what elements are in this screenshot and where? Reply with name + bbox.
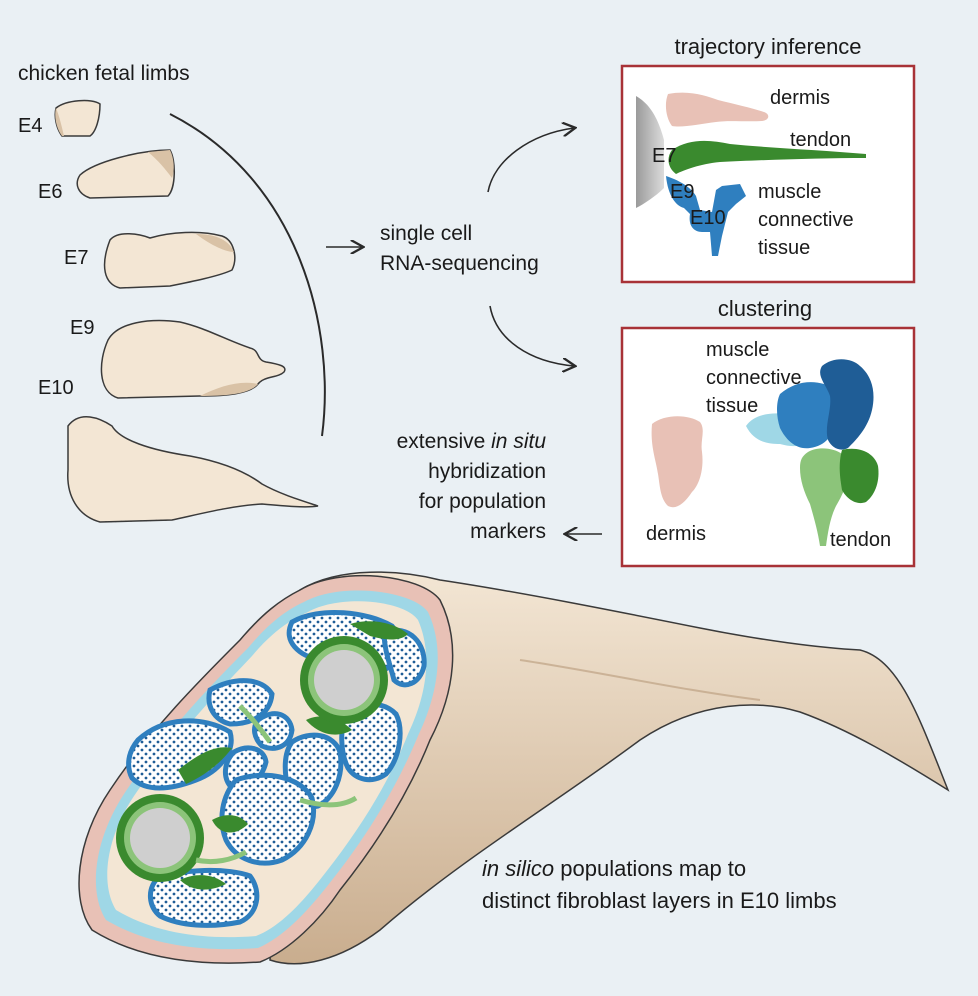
muscle-bundle bbox=[206, 678, 275, 727]
clustering-mct-label-3: tissue bbox=[706, 395, 758, 417]
insitu-line4: markers bbox=[470, 520, 546, 543]
clustering-dermis-label: dermis bbox=[646, 523, 706, 545]
stage-label-e9: E9 bbox=[70, 317, 94, 339]
tendon-segment bbox=[212, 815, 248, 833]
clustering-tendon-label: tendon bbox=[830, 529, 891, 551]
stage-label-e4: E4 bbox=[18, 115, 42, 137]
tendon-segment bbox=[350, 621, 408, 640]
cluster-tendon-light bbox=[800, 448, 848, 546]
limb-cross-section bbox=[78, 571, 950, 965]
developmental-arc bbox=[169, 113, 326, 437]
trajectory-e7-label: E7 bbox=[652, 145, 676, 167]
cluster-mct-mid bbox=[777, 382, 840, 449]
connective-strand bbox=[299, 795, 358, 808]
muscle-bundle bbox=[381, 627, 427, 688]
trajectory-early-cells bbox=[636, 96, 664, 208]
arrow-to-clustering bbox=[489, 305, 574, 366]
clustering-title: clustering bbox=[718, 296, 812, 321]
trajectory-tendon-label: tendon bbox=[790, 129, 851, 151]
clustering-mct-label-1: muscle bbox=[706, 339, 769, 361]
cluster-dermis bbox=[651, 416, 703, 508]
limb-e7 bbox=[103, 231, 236, 289]
connective-strand bbox=[238, 704, 273, 744]
limb-e6 bbox=[76, 149, 175, 199]
limb-e9 bbox=[100, 319, 286, 399]
trajectory-mct-label-3: tissue bbox=[758, 237, 810, 259]
trajectory-e9-label: E9 bbox=[670, 181, 694, 203]
tendon-segment bbox=[180, 875, 226, 890]
trajectory-plot bbox=[636, 92, 866, 256]
cluster-mct-dark bbox=[820, 359, 874, 450]
trajectory-title: trajectory inference bbox=[674, 34, 861, 59]
insitu-line2: hybridization bbox=[428, 460, 546, 483]
result-line2: distinct fibroblast layers in E10 limbs bbox=[482, 888, 837, 913]
insitu-line1: extensive in situ bbox=[397, 430, 547, 453]
trajectory-mct-label-2: connective bbox=[758, 209, 854, 231]
method-line1: single cell bbox=[380, 222, 472, 245]
stages-title: chicken fetal limbs bbox=[18, 62, 190, 85]
limb-e10 bbox=[67, 416, 319, 523]
bone-core bbox=[314, 650, 374, 710]
method-line2: RNA-sequencing bbox=[380, 252, 539, 275]
result-line1: in silico populations map to bbox=[482, 856, 746, 881]
tendon-segment bbox=[306, 716, 352, 735]
trajectory-e10-label: E10 bbox=[690, 207, 726, 229]
trajectory-dermis-label: dermis bbox=[770, 87, 830, 109]
clustering-plot bbox=[651, 359, 879, 546]
cluster-tendon-dark bbox=[839, 448, 879, 504]
bone-core bbox=[130, 808, 190, 868]
trajectory-mct-branch bbox=[666, 176, 746, 256]
trajectory-mct-label-1: muscle bbox=[758, 181, 821, 203]
stage-label-e6: E6 bbox=[38, 181, 62, 203]
arrow-to-trajectory bbox=[487, 128, 574, 193]
trajectory-tendon-branch bbox=[668, 140, 866, 174]
connective-strand bbox=[195, 849, 248, 865]
tendon-segment bbox=[178, 747, 232, 784]
stage-label-e10: E10 bbox=[38, 377, 74, 399]
muscle-bundle bbox=[339, 701, 403, 783]
stage-label-e7: E7 bbox=[64, 247, 88, 269]
muscle-bundle bbox=[148, 867, 260, 928]
limb-e4 bbox=[54, 99, 101, 137]
muscle-bundle bbox=[252, 711, 295, 751]
trajectory-dermis-branch bbox=[665, 92, 769, 127]
clustering-mct-label-2: connective bbox=[706, 367, 802, 389]
insitu-line3: for population bbox=[419, 490, 546, 513]
